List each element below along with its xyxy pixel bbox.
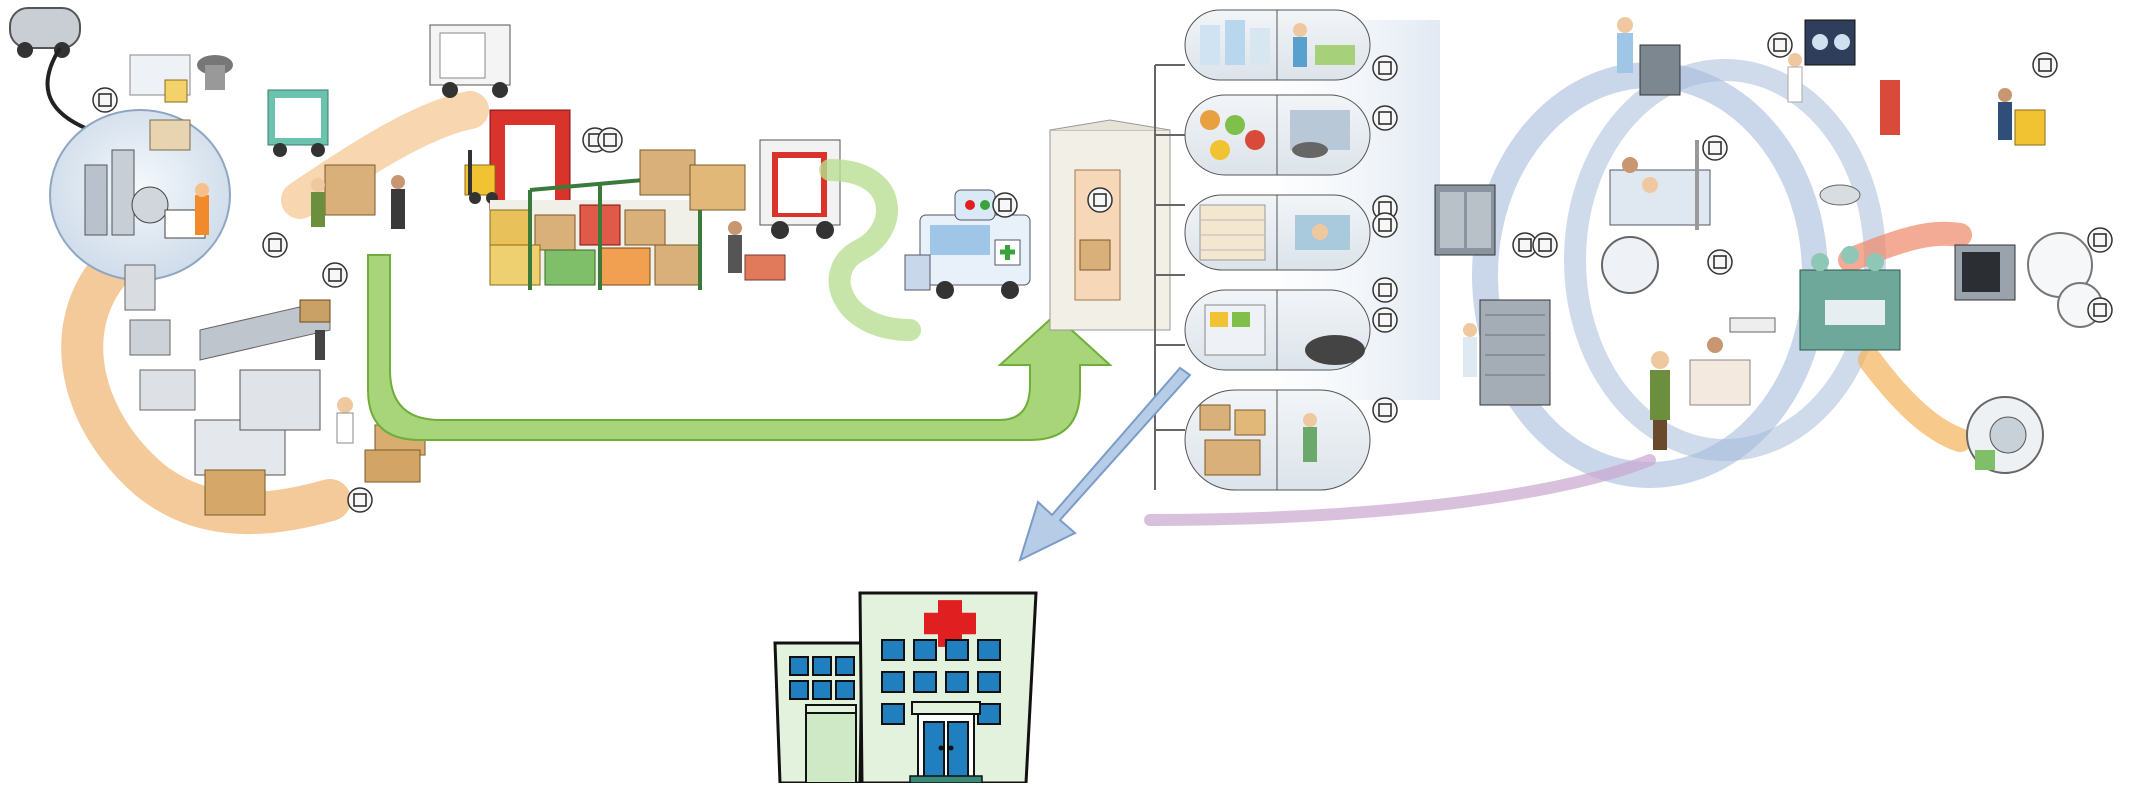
- storage-panel-3: [1184, 194, 1371, 271]
- barcode-tag-icon: [597, 127, 623, 153]
- barcode-tag-icon: [1087, 187, 1113, 213]
- barcode-mark-icon: [353, 493, 367, 507]
- barcode-tag-icon: [2032, 52, 2058, 78]
- barcode-mark-icon: [1378, 313, 1392, 327]
- loading-truck-icon: [728, 139, 841, 281]
- barcode-mark-icon: [2093, 233, 2107, 247]
- barcode-tag-icon: [1372, 277, 1398, 303]
- barcode-tags: [92, 32, 2113, 513]
- janitor-cart-icon: [1998, 88, 2046, 146]
- barcode-tag-icon: [1707, 249, 1733, 275]
- storage-panel-2: [1184, 94, 1371, 176]
- barcode-mark-icon: [1713, 255, 1727, 269]
- operating-room-icon: [1799, 184, 1901, 351]
- barcode-tag-icon: [262, 232, 288, 258]
- barcode-tag-icon: [322, 262, 348, 288]
- ambulance-truck-icon: [904, 214, 1031, 299]
- storage-bracket: [1154, 64, 1185, 490]
- warehouse-scene: [429, 24, 841, 290]
- production-line-icon: [124, 264, 426, 516]
- manufacturing-scene: [9, 7, 489, 535]
- barcode-mark-icon: [1538, 238, 1552, 252]
- shipping-arrow: [367, 254, 1113, 441]
- barcode-tag-icon: [2087, 227, 2113, 253]
- barcode-mark-icon: [1093, 193, 1107, 207]
- barcode-mark-icon: [2038, 58, 2052, 72]
- barcode-tag-icon: [347, 487, 373, 513]
- storage-panels: [1184, 9, 1371, 491]
- nurse-cart-icon: [1617, 17, 1681, 96]
- barcode-tag-icon: [1372, 307, 1398, 333]
- green-transfer-curve: [819, 159, 921, 341]
- storage-panel-1: [1184, 9, 1371, 81]
- barcode-mark-icon: [328, 268, 342, 282]
- barcode-tag-icon: [2087, 297, 2113, 323]
- barcode-tag-icon: [1372, 55, 1398, 81]
- tanker-truck-icon: [9, 7, 91, 132]
- raw-materials-icon: [129, 54, 233, 103]
- barcode-tag-icon: [1372, 105, 1398, 131]
- barcode-tag-icon: [1702, 135, 1728, 161]
- hospital-building-icon: [773, 591, 1038, 785]
- barcode-mark-icon: [268, 238, 282, 252]
- sterilizer-icon: [1954, 232, 2103, 328]
- barcode-mark-icon: [98, 93, 112, 107]
- warehouse-racks-icon: [489, 149, 746, 290]
- storage-panel-4: [1184, 289, 1371, 371]
- barcode-mark-icon: [1773, 38, 1787, 52]
- barcode-mark-icon: [998, 198, 1012, 212]
- barcode-tag-icon: [1372, 212, 1398, 238]
- storage-panel-5: [1184, 389, 1371, 491]
- reception-desk-icon: [1650, 317, 1776, 450]
- transport-cabinet-icon: [1434, 184, 1551, 406]
- care-loop: [1144, 17, 2103, 526]
- forklift-icon: [464, 150, 498, 204]
- hospital-pointer-arrow: [1018, 366, 1192, 562]
- barcode-mark-icon: [1378, 61, 1392, 75]
- barcode-mark-icon: [2093, 303, 2107, 317]
- barcode-tag-icon: [1372, 397, 1398, 423]
- barcode-mark-icon: [1378, 283, 1392, 297]
- barcode-mark-icon: [1378, 403, 1392, 417]
- barcode-tag-icon: [992, 192, 1018, 218]
- clean-room-dome-icon: [49, 109, 231, 281]
- barcode-tag-icon: [1532, 232, 1558, 258]
- barcode-tag-icon: [1767, 32, 1793, 58]
- xray-lightbox-icon: [1787, 19, 1900, 135]
- washer-icon: [1966, 396, 2044, 474]
- hospital-windows: [789, 639, 1001, 725]
- pallet-workers-icon: [267, 89, 405, 229]
- patient-bed-icon: [1601, 140, 1711, 294]
- barcode-mark-icon: [1708, 141, 1722, 155]
- barcode-tag-icon: [92, 87, 118, 113]
- distribution-scene: [904, 119, 1171, 331]
- barcode-mark-icon: [1518, 238, 1532, 252]
- return-flow-band: [1144, 454, 1656, 526]
- barcode-mark-icon: [603, 133, 617, 147]
- barcode-mark-icon: [1378, 111, 1392, 125]
- barcode-mark-icon: [1378, 218, 1392, 232]
- delivery-truck-top-icon: [429, 24, 511, 98]
